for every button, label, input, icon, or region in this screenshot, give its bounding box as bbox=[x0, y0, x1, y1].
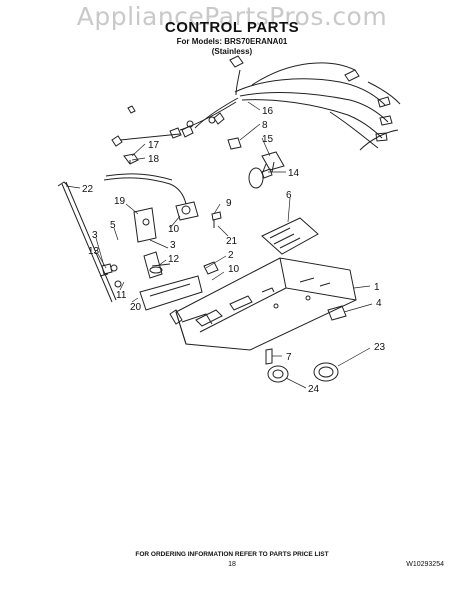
callout-label: 3 bbox=[92, 230, 98, 241]
callout-label: 12 bbox=[168, 254, 180, 265]
callout-label: 13 bbox=[88, 246, 100, 257]
switch-bracket-part bbox=[139, 275, 203, 311]
callout-label: 14 bbox=[288, 168, 300, 179]
callout-labels: 16 8 15 17 18 14 22 6 19 9 5 10 21 3 3 1… bbox=[82, 106, 386, 395]
thermostat-part bbox=[143, 251, 171, 279]
model-number: For Models: BRS70ERANA01 bbox=[176, 37, 288, 46]
callout-label: 10 bbox=[168, 224, 180, 235]
rod-part bbox=[61, 181, 117, 303]
callout-label: 2 bbox=[228, 250, 234, 261]
wire-clip-part bbox=[123, 153, 139, 165]
callout-label: 8 bbox=[262, 120, 268, 131]
lamp-socket-part bbox=[261, 151, 285, 175]
callout-label: 22 bbox=[82, 184, 94, 195]
ordering-note: FOR ORDERING INFORMATION REFER TO PARTS … bbox=[135, 551, 329, 558]
page-title: CONTROL PARTS bbox=[164, 19, 300, 36]
callout-label: 23 bbox=[374, 342, 386, 353]
callout-label: 11 bbox=[116, 290, 127, 301]
callout-label: 9 bbox=[226, 198, 232, 209]
callout-label: 20 bbox=[130, 302, 142, 313]
page-number: 18 bbox=[228, 561, 236, 568]
callout-label: 15 bbox=[262, 134, 274, 145]
document-number: W10293254 bbox=[406, 561, 444, 568]
callout-label: 17 bbox=[148, 140, 160, 151]
leader-lines bbox=[65, 101, 373, 389]
callout-label: 7 bbox=[286, 352, 292, 363]
control-housing-part bbox=[169, 257, 357, 351]
connector-part bbox=[227, 137, 242, 150]
callout-label: 1 bbox=[374, 282, 380, 293]
connector-4-part bbox=[327, 305, 347, 321]
callout-label: 16 bbox=[262, 106, 274, 117]
control-board-part bbox=[261, 217, 319, 255]
callout-label: 19 bbox=[114, 196, 126, 207]
callout-label: 10 bbox=[228, 264, 240, 275]
callout-label: 4 bbox=[376, 298, 382, 309]
callout-label: 24 bbox=[308, 384, 320, 395]
screw-part bbox=[211, 211, 222, 228]
light-lens-2-part bbox=[267, 365, 289, 383]
light-bulb-part bbox=[248, 167, 273, 189]
callout-label: 5 bbox=[110, 220, 116, 231]
screw-7-part bbox=[265, 348, 273, 365]
light-lens-part bbox=[313, 362, 339, 382]
callout-label: 18 bbox=[148, 154, 160, 165]
knob-part bbox=[99, 263, 113, 277]
watermark: AppliancePartsPros.com bbox=[76, 2, 388, 31]
tubing-part bbox=[103, 177, 187, 205]
callout-label: 6 bbox=[286, 190, 292, 201]
callout-label: 21 bbox=[226, 236, 238, 247]
wire-harness bbox=[111, 55, 401, 151]
thermostat-bracket-part bbox=[133, 201, 199, 243]
model-variant: (Stainless) bbox=[211, 47, 253, 56]
callout-label: 3 bbox=[170, 240, 176, 251]
